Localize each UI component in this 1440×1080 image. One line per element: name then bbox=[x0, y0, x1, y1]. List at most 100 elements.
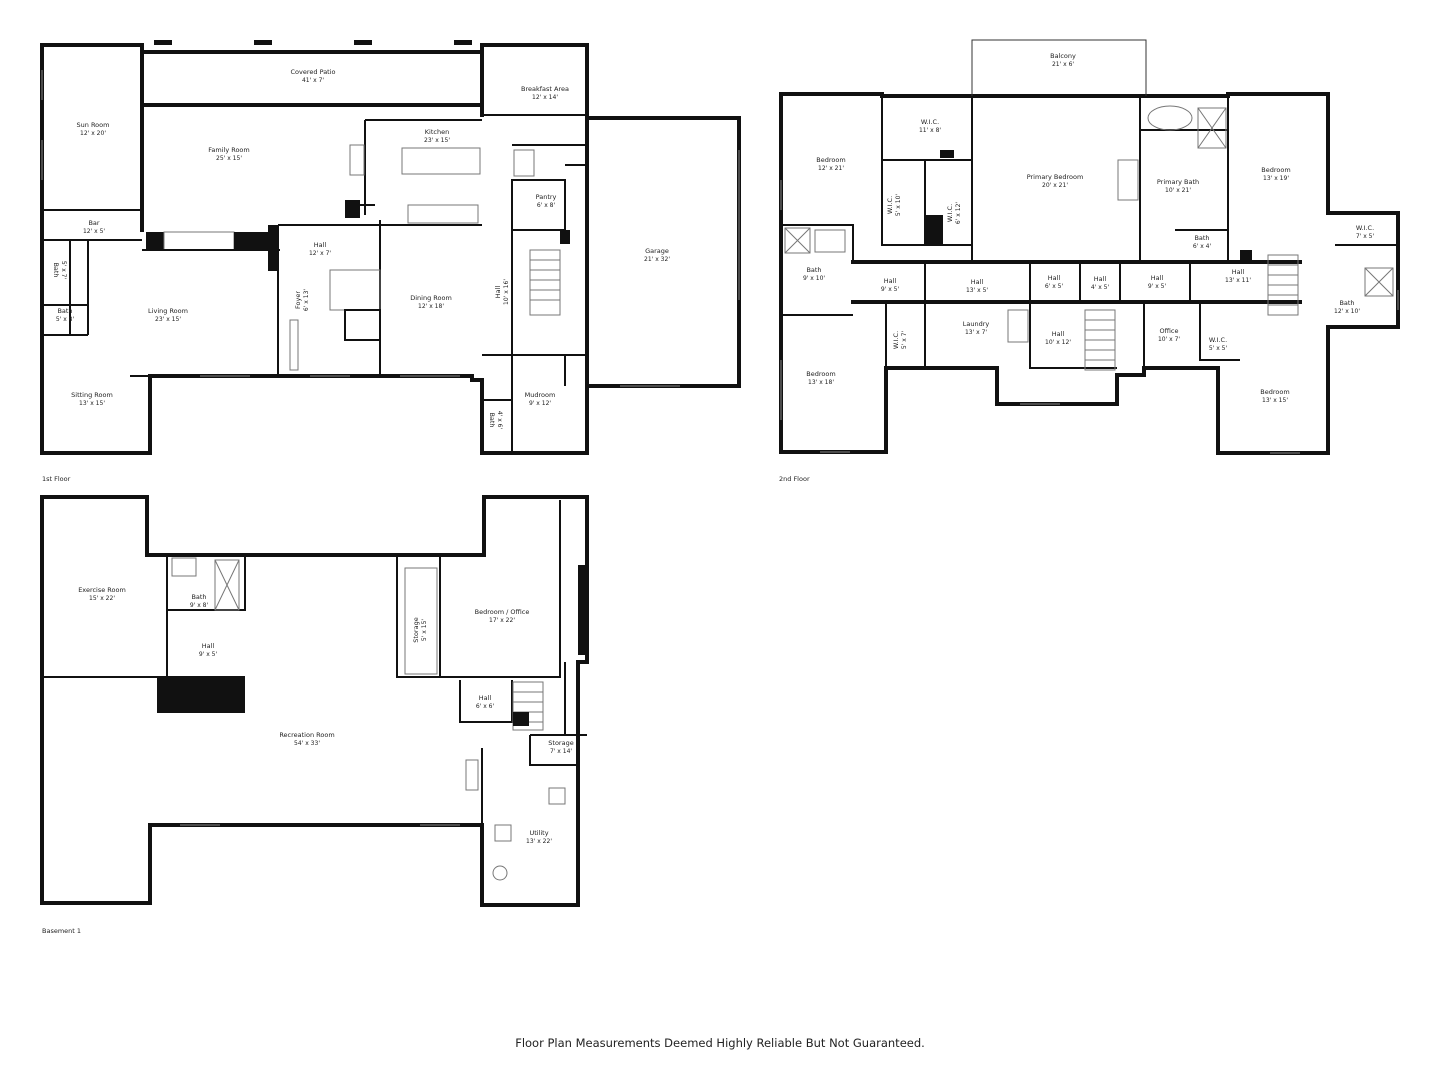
room-name: Primary Bedroom bbox=[1027, 173, 1084, 181]
room-dims: 6' x 13' bbox=[303, 289, 310, 311]
room-dims: 4' x 6' bbox=[496, 411, 503, 430]
room-dims: 23' x 15' bbox=[424, 137, 450, 144]
room-dims: 4' x 5' bbox=[1091, 284, 1110, 291]
room-dims: 5' x 8' bbox=[56, 316, 75, 323]
room-name: Breakfast Area bbox=[521, 85, 569, 93]
room-name: Laundry bbox=[963, 320, 990, 328]
room-dims: 9' x 12' bbox=[529, 400, 551, 407]
room-name: Bedroom bbox=[1260, 388, 1289, 396]
room-name: Storage bbox=[412, 617, 420, 642]
room-name: Living Room bbox=[148, 307, 188, 315]
room-dims: 9' x 5' bbox=[199, 651, 218, 658]
room-name: Bath bbox=[806, 266, 821, 274]
room-name: Bath bbox=[52, 262, 60, 277]
room-dims: 6' x 12' bbox=[955, 202, 962, 224]
room-dims: 9' x 10' bbox=[803, 275, 825, 282]
room-name: Mudroom bbox=[525, 391, 556, 399]
room-name: Dining Room bbox=[410, 294, 452, 302]
room-dims: 20' x 21' bbox=[1042, 182, 1068, 189]
room-dims: 12' x 20' bbox=[80, 130, 106, 137]
room-dims: 10' x 7' bbox=[1158, 336, 1180, 343]
room-dims: 17' x 22' bbox=[489, 617, 515, 624]
room-name: Kitchen bbox=[425, 128, 449, 136]
room-name: Hall bbox=[202, 642, 215, 650]
room-name: Hall bbox=[1052, 330, 1065, 338]
room-dims: 13' x 19' bbox=[1263, 175, 1289, 182]
room-dims: 13' x 5' bbox=[966, 287, 988, 294]
room-name: Hall bbox=[884, 277, 897, 285]
room-name: Hall bbox=[314, 241, 327, 249]
room-name: Office bbox=[1160, 327, 1179, 335]
room-dims: 41' x 7' bbox=[302, 77, 324, 84]
room-name: W.I.C. bbox=[1356, 224, 1374, 232]
room-name: Bath bbox=[57, 307, 72, 315]
room-name: Bath bbox=[191, 593, 206, 601]
room-dims: 13' x 7' bbox=[965, 329, 987, 336]
room-name: Covered Patio bbox=[290, 68, 335, 76]
room-name: Balcony bbox=[1050, 52, 1076, 60]
room-dims: 9' x 5' bbox=[881, 286, 900, 293]
room-name: Bedroom bbox=[806, 370, 835, 378]
basement-rooms: Exercise Room 15' x 22' Bath 9' x 8' Hal… bbox=[78, 586, 574, 845]
room-name: W.I.C. bbox=[892, 331, 900, 349]
room-dims: 23' x 15' bbox=[155, 316, 181, 323]
room-dims: 11' x 8' bbox=[919, 127, 941, 134]
room-name: W.I.C. bbox=[946, 204, 954, 222]
room-name: Pantry bbox=[536, 193, 557, 201]
room-dims: 9' x 8' bbox=[190, 602, 209, 609]
room-dims: 5' x 7' bbox=[901, 331, 908, 350]
room-name: Garage bbox=[645, 247, 669, 255]
room-name: Exercise Room bbox=[78, 586, 126, 594]
second-floor-plan bbox=[779, 39, 1400, 455]
room-dims: 5' x 15' bbox=[421, 619, 428, 641]
room-name: Storage bbox=[548, 739, 573, 747]
room-name: Family Room bbox=[208, 146, 250, 154]
floor-label-2: 2nd Floor bbox=[779, 475, 810, 483]
first-floor-rooms: Covered Patio 41' x 7' Sun Room 12' x 20… bbox=[52, 68, 670, 429]
room-dims: 13' x 18' bbox=[808, 379, 834, 386]
room-dims: 5' x 10' bbox=[895, 194, 902, 216]
room-dims: 5' x 5' bbox=[1209, 345, 1228, 352]
room-name: Utility bbox=[529, 829, 548, 837]
room-dims: 6' x 4' bbox=[1193, 243, 1212, 250]
room-name: Bar bbox=[88, 219, 99, 227]
room-name: Bath bbox=[488, 412, 496, 427]
room-name: W.I.C. bbox=[1209, 336, 1227, 344]
room-dims: 21' x 32' bbox=[644, 256, 670, 263]
room-name: Sun Room bbox=[77, 121, 110, 129]
room-name: Hall bbox=[1094, 275, 1107, 283]
room-dims: 21' x 6' bbox=[1052, 61, 1074, 68]
room-dims: 6' x 8' bbox=[537, 202, 556, 209]
room-dims: 10' x 21' bbox=[1165, 187, 1191, 194]
room-dims: 9' x 5' bbox=[1148, 283, 1167, 290]
room-dims: 12' x 14' bbox=[532, 94, 558, 101]
room-dims: 6' x 6' bbox=[476, 703, 495, 710]
first-floor-plan bbox=[40, 40, 741, 455]
room-name: W.I.C. bbox=[921, 118, 939, 126]
room-name: Sitting Room bbox=[71, 391, 113, 399]
room-name: Hall bbox=[1048, 274, 1061, 282]
disclaimer: Floor Plan Measurements Deemed Highly Re… bbox=[515, 1036, 925, 1050]
second-floor-rooms: Balcony 21' x 6' W.I.C. 11' x 8' Bedroom… bbox=[803, 52, 1375, 404]
room-dims: 10' x 16' bbox=[503, 279, 510, 305]
room-dims: 54' x 33' bbox=[294, 740, 320, 747]
room-name: Hall bbox=[479, 694, 492, 702]
room-name: Recreation Room bbox=[279, 731, 334, 739]
room-dims: 7' x 14' bbox=[550, 748, 572, 755]
room-name: Hall bbox=[1232, 268, 1245, 276]
room-dims: 12' x 7' bbox=[309, 250, 331, 257]
room-dims: 6' x 5' bbox=[1045, 283, 1064, 290]
room-dims: 13' x 15' bbox=[79, 400, 105, 407]
room-dims: 13' x 22' bbox=[526, 838, 552, 845]
room-name: Hall bbox=[494, 286, 502, 299]
room-dims: 13' x 15' bbox=[1262, 397, 1288, 404]
room-name: Hall bbox=[1151, 274, 1164, 282]
floor-label-basement: Basement 1 bbox=[42, 927, 81, 935]
room-name: W.I.C. bbox=[886, 196, 894, 214]
room-dims: 25' x 15' bbox=[216, 155, 242, 162]
room-dims: 7' x 5' bbox=[1356, 233, 1375, 240]
room-dims: 10' x 12' bbox=[1045, 339, 1071, 346]
floor-label-1: 1st Floor bbox=[42, 475, 71, 483]
room-name: Bedroom / Office bbox=[475, 608, 530, 616]
